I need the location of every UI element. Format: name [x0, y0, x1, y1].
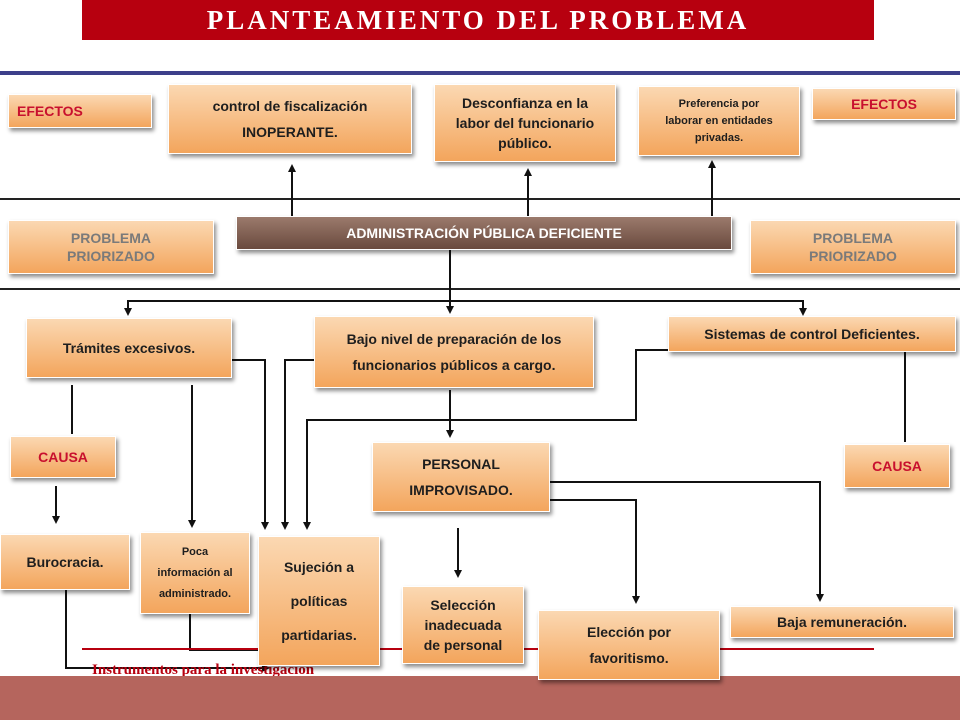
divider-effects [0, 198, 960, 200]
cause-sistemas-control: Sistemas de control Deficientes. [668, 316, 956, 352]
label-problema-right: PROBLEMA PRIORIZADO [750, 220, 956, 274]
label-causa-left: CAUSA [10, 436, 116, 478]
title-banner: PLANTEAMIENTO DEL PROBLEMA [82, 0, 874, 40]
arrow-poca-info-bottom [189, 614, 270, 654]
baja-remuneracion: Baja remuneración. [730, 606, 954, 638]
arrow-personal-baja [550, 481, 824, 602]
personal-improvisado: PERSONAL IMPROVISADO. [372, 442, 550, 512]
label-efectos-left: EFECTOS [8, 94, 152, 128]
arrow-bajo-nivel-sujecion [281, 359, 314, 530]
bottom-band [0, 676, 960, 720]
eleccion-favoritismo: Elección por favoritismo. [538, 610, 720, 680]
effect-control-inoperante: control de fiscalización INOPERANTE. [168, 84, 412, 154]
arrow-personal-eleccion [550, 499, 640, 604]
label-efectos-right: EFECTOS [812, 88, 956, 120]
label-problema-left: PROBLEMA PRIORIZADO [8, 220, 214, 274]
effect-desconfianza: Desconfianza en la labor del funcionario… [434, 84, 616, 162]
sujecion-politicas: Sujeción a políticas partidarias. [258, 536, 380, 666]
page-title: PLANTEAMIENTO DEL PROBLEMA [206, 4, 750, 35]
effect-preferencia-privadas: Preferencia por laborar en entidades pri… [638, 86, 800, 156]
arrow-to-cause-sistemas [450, 300, 807, 316]
central-problem: ADMINISTRACIÓN PÚBLICA DEFICIENTE [236, 216, 732, 250]
seleccion-inadecuada: Selección inadecuada de personal [402, 586, 524, 664]
divider-blue [0, 71, 960, 75]
label-causa-right: CAUSA [844, 444, 950, 488]
arrow-tramites-sujecion [232, 359, 269, 530]
cause-tramites: Trámites excesivos. [26, 318, 232, 378]
arrow-sistemas-sujecion [303, 349, 668, 530]
footer-caption: Instrumentos para la investigación [92, 662, 315, 678]
arrow-burocracia-bottom [65, 590, 270, 672]
cause-bajo-nivel: Bajo nivel de preparación de los funcion… [314, 316, 594, 388]
poca-informacion: Poca información al administrado. [140, 532, 250, 614]
divider-problem [0, 288, 960, 290]
burocracia: Burocracia. [0, 534, 130, 590]
